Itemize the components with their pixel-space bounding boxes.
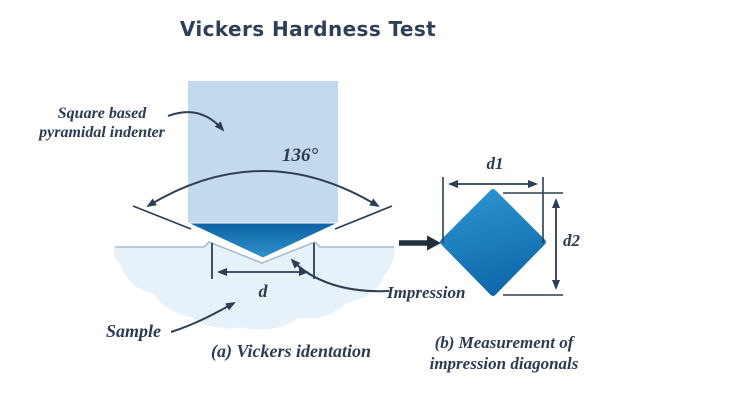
impression-diamond (440, 189, 546, 296)
sample-blob (113, 242, 395, 330)
pyramid-face-line-left (132, 205, 192, 230)
impression-label-arrow (290, 258, 390, 293)
transition-arrow (399, 235, 441, 251)
pyramid-face-line-right (334, 205, 393, 230)
sample-label-arrow (170, 302, 236, 333)
panel-b-caption: (b) Measurement of impression diagonals (404, 332, 604, 374)
page-title: Vickers Hardness Test (179, 17, 437, 41)
impression-label: Impression (387, 283, 466, 302)
d1-label: d1 (486, 154, 504, 173)
angle-label: 136° (282, 145, 319, 166)
panel-b-caption-line2: impression diagonals (429, 354, 579, 373)
panel-b-caption-line1: (b) Measurement of (434, 333, 574, 352)
indenter-label-arrow (167, 111, 225, 132)
indenter-label-line1: Square based (57, 105, 147, 122)
angle-arc-arrow (146, 170, 380, 208)
panel-a-caption: (a) Vickers identation (210, 341, 371, 361)
sample-surface-line (115, 241, 394, 264)
indenter-tip-triangle (187, 222, 339, 259)
indenter-label-line2: pyramidal indenter (39, 124, 165, 141)
indenter-label: Square based pyramidal indenter (18, 104, 186, 142)
sample-label: Sample (106, 321, 162, 341)
d-label: d (258, 281, 268, 301)
d2-label: d2 (563, 231, 580, 250)
